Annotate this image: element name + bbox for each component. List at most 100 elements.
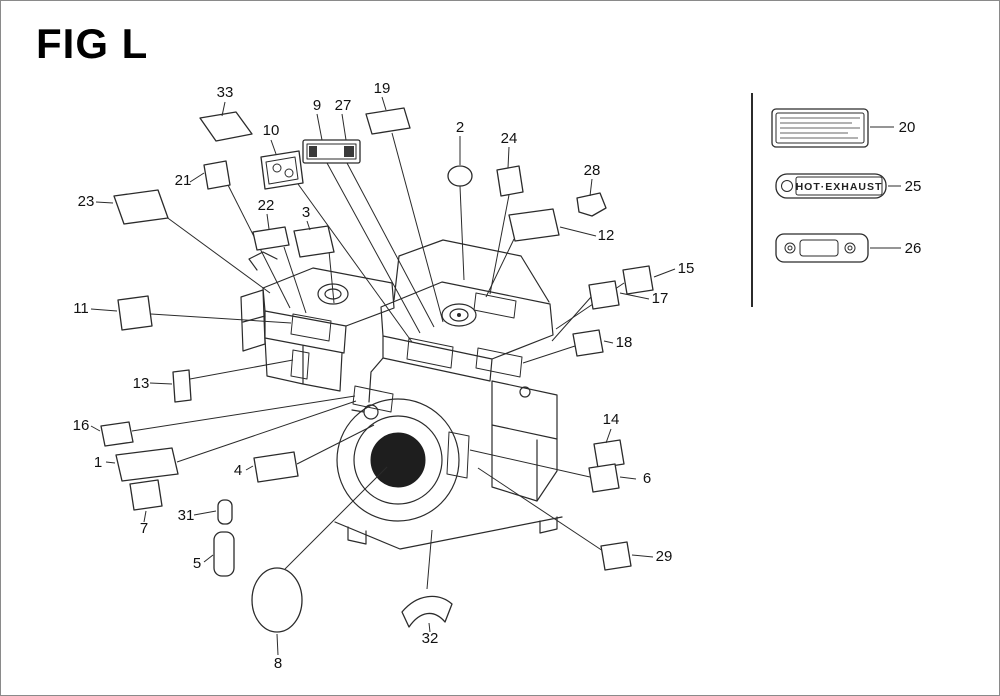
callout-number-32: 32 bbox=[422, 630, 439, 647]
part-shape-10 bbox=[260, 150, 304, 190]
part-shape-4 bbox=[253, 451, 299, 483]
callout-2: 2 bbox=[456, 119, 464, 165]
callout-number-33: 33 bbox=[217, 84, 234, 101]
leader-line-22 bbox=[266, 213, 270, 230]
callout-number-5: 5 bbox=[193, 555, 201, 572]
leader-line-29 bbox=[631, 554, 654, 558]
leader-line-28 bbox=[589, 178, 593, 197]
hot-exhaust-label: HOT·EXHAUST bbox=[796, 181, 883, 193]
pointer-line-17 bbox=[551, 296, 592, 342]
callout-number-4: 4 bbox=[234, 462, 242, 479]
part-shape-22 bbox=[252, 226, 290, 251]
pointer-line-23 bbox=[164, 215, 271, 294]
callout-25: 25 bbox=[888, 178, 921, 195]
part-shape-15 bbox=[622, 265, 654, 295]
part-shape-21 bbox=[203, 160, 231, 190]
callout-5: 5 bbox=[193, 554, 214, 572]
callout-3: 3 bbox=[302, 204, 311, 231]
callout-number-31: 31 bbox=[178, 507, 195, 524]
callout-28: 28 bbox=[584, 162, 600, 197]
leader-line-17 bbox=[619, 292, 650, 300]
callout-number-3: 3 bbox=[302, 204, 310, 221]
pointer-line-32 bbox=[426, 529, 433, 590]
part-shape-24 bbox=[496, 165, 524, 197]
leader-line-13 bbox=[149, 382, 173, 385]
front-fuel-cap bbox=[441, 303, 477, 327]
pointer-line-16 bbox=[131, 395, 356, 432]
callout-number-25: 25 bbox=[905, 178, 922, 195]
part-shape-5 bbox=[213, 531, 235, 577]
part-shapes bbox=[100, 107, 654, 633]
callout-number-17: 17 bbox=[652, 290, 669, 307]
decal-tank-right-top bbox=[473, 292, 517, 319]
pointer-line-24 bbox=[489, 194, 510, 295]
callouts: 33 9 27 19 10 2 24 28 bbox=[73, 80, 922, 672]
leader-line-16 bbox=[90, 425, 101, 432]
pointer-lines bbox=[131, 132, 625, 590]
pointer-line-13 bbox=[189, 359, 294, 380]
part-shape-11 bbox=[117, 295, 153, 331]
callout-number-15: 15 bbox=[678, 260, 695, 277]
callout-8: 8 bbox=[274, 633, 282, 672]
leader-line-31 bbox=[193, 510, 217, 516]
part-shape-12 bbox=[508, 208, 560, 242]
pointer-line-11 bbox=[150, 313, 292, 324]
leader-line-3 bbox=[306, 220, 311, 231]
callout-11: 11 bbox=[73, 300, 118, 317]
callout-12: 12 bbox=[559, 226, 615, 244]
callout-number-14: 14 bbox=[603, 411, 620, 428]
callout-number-13: 13 bbox=[133, 375, 150, 392]
part-shape-1 bbox=[115, 447, 179, 482]
leader-line-15 bbox=[653, 268, 676, 278]
callout-number-19: 19 bbox=[374, 80, 391, 97]
part-shape-9-27 bbox=[302, 139, 361, 164]
leader-line-6 bbox=[619, 476, 637, 480]
callout-13: 13 bbox=[133, 375, 173, 392]
pointer-line-18 bbox=[522, 345, 576, 364]
side-label-25: HOT·EXHAUST bbox=[775, 173, 887, 199]
callout-number-11: 11 bbox=[73, 300, 89, 317]
leader-line-18 bbox=[603, 340, 614, 344]
pointer-line-2 bbox=[459, 185, 465, 281]
leader-line-14 bbox=[605, 428, 612, 444]
pointer-line-3 bbox=[328, 250, 335, 304]
decal-blower bbox=[446, 431, 470, 479]
callout-number-29: 29 bbox=[656, 548, 673, 565]
callout-number-23: 23 bbox=[78, 193, 95, 210]
part-shape-14 bbox=[593, 439, 625, 469]
part-shape-19 bbox=[365, 107, 411, 135]
callout-20: 20 bbox=[870, 119, 915, 136]
leader-line-8 bbox=[276, 633, 279, 656]
leader-line-23 bbox=[95, 201, 114, 204]
part-shape-33 bbox=[199, 111, 253, 142]
leader-line-7 bbox=[143, 510, 147, 523]
pointer-line-6 bbox=[469, 449, 591, 478]
part-shape-7 bbox=[129, 479, 163, 511]
leader-line-33 bbox=[221, 101, 226, 117]
decal-tank-right-face bbox=[475, 347, 523, 378]
pointer-line-8 bbox=[284, 466, 388, 570]
callout-number-16: 16 bbox=[73, 417, 90, 434]
pointer-line-4 bbox=[296, 424, 375, 465]
part-shape-32 bbox=[401, 595, 453, 628]
part-shape-28 bbox=[576, 192, 607, 217]
callout-number-1: 1 bbox=[94, 454, 102, 471]
callout-number-7: 7 bbox=[140, 520, 148, 537]
pointer-line-10 bbox=[297, 183, 413, 343]
callout-15: 15 bbox=[653, 260, 695, 278]
engine-illustration bbox=[240, 239, 563, 550]
leader-line-10 bbox=[270, 139, 277, 155]
leader-line-4 bbox=[245, 465, 254, 471]
callout-number-27: 27 bbox=[335, 97, 352, 114]
callout-17: 17 bbox=[619, 290, 669, 307]
callout-number-2: 2 bbox=[456, 119, 464, 136]
leader-line-19 bbox=[381, 96, 387, 111]
part-shape-31 bbox=[217, 499, 233, 525]
callout-4: 4 bbox=[234, 462, 254, 479]
side-label-26 bbox=[775, 233, 869, 263]
front-engine bbox=[334, 239, 563, 550]
callout-number-12: 12 bbox=[598, 227, 615, 244]
